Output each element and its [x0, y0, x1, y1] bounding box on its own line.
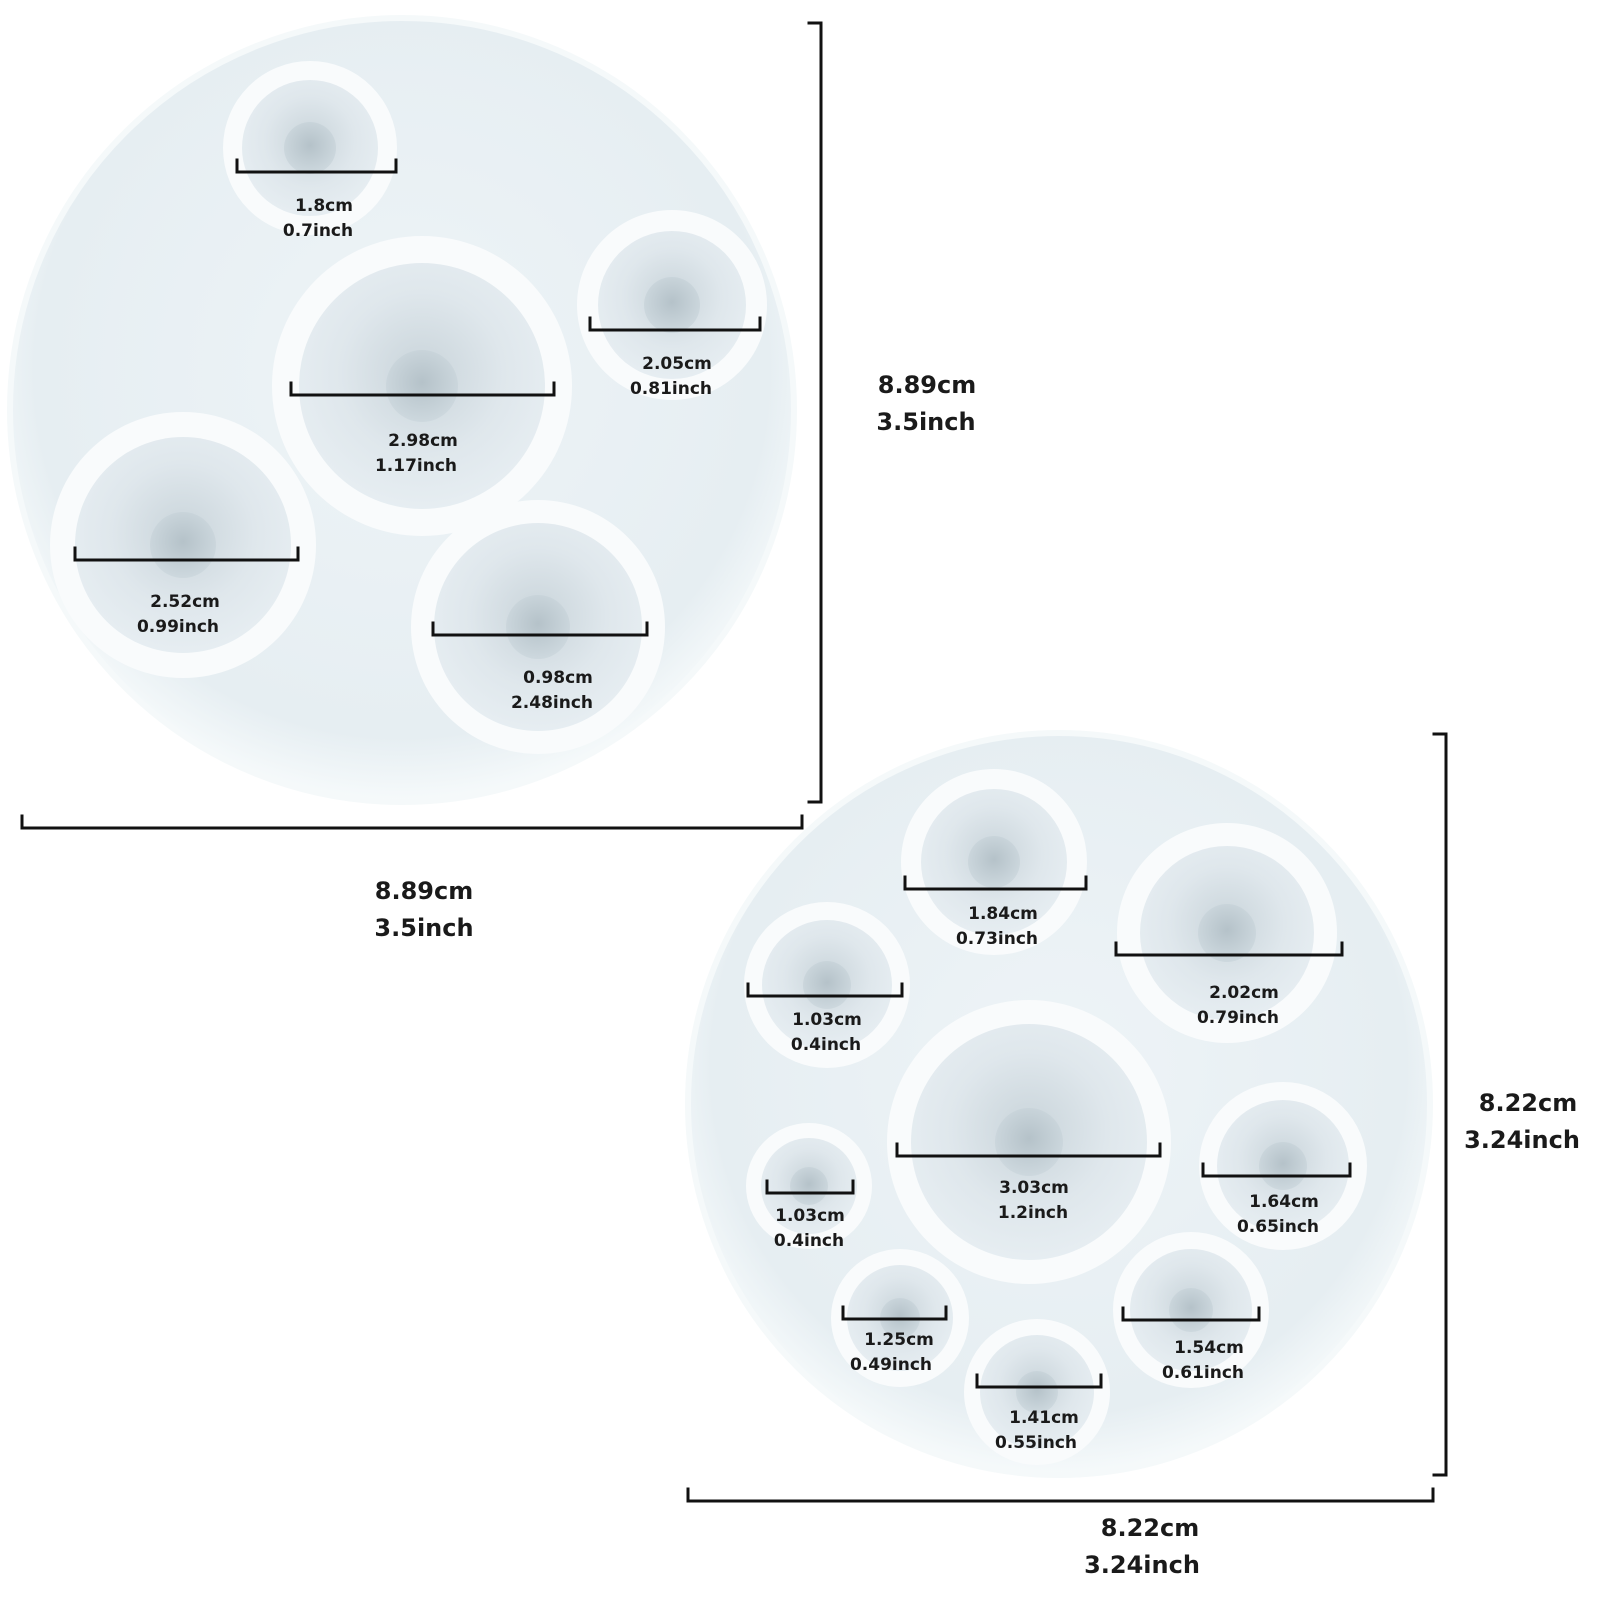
dimension-bracket [1201, 1162, 1352, 1178]
dimension-label: 0.61inch [1162, 1363, 1244, 1383]
dimension-label: 1.41cm [1009, 1408, 1079, 1428]
small-cavity [964, 1319, 1110, 1465]
overall-height-label: 3.5inch [876, 408, 975, 436]
dimension-label: 1.64cm [1249, 1192, 1319, 1212]
overall-height-bracket [1432, 732, 1448, 1477]
dimension-label: 1.84cm [968, 904, 1038, 924]
overall-height-label: 8.22cm [1479, 1089, 1577, 1117]
dimension-bracket [289, 381, 556, 397]
large-cavity [223, 61, 397, 235]
large-mold: 1.8cm 0.7inch 2.05cm 0.81inch 2.98cm 1.1… [7, 15, 976, 942]
dimension-label: 1.03cm [792, 1010, 862, 1030]
dimension-label: 1.54cm [1174, 1338, 1244, 1358]
dimension-label: 2.98cm [388, 431, 458, 451]
dimension-label: 1.03cm [775, 1206, 845, 1226]
dimension-label: 0.7inch [283, 221, 353, 241]
dimension-bracket [588, 316, 762, 332]
dimension-label: 3.03cm [999, 1178, 1069, 1198]
small-mold: 1.84cm 0.73inch 2.02cm 0.79inch 1.03cm 0… [685, 730, 1580, 1579]
small-cavity [1113, 1232, 1269, 1388]
dimension-label: 0.81inch [630, 379, 712, 399]
dimension-bracket [431, 621, 649, 637]
overall-height-label: 8.89cm [878, 371, 976, 399]
dimension-label: 1.17inch [375, 456, 457, 476]
dimension-bracket [1121, 1306, 1261, 1322]
overall-width-bracket [686, 1487, 1435, 1503]
dimension-bracket [746, 982, 904, 998]
large-cavity [272, 236, 572, 536]
dimension-label: 0.98cm [523, 668, 593, 688]
dimension-bracket [73, 546, 300, 562]
dimension-label: 1.8cm [295, 196, 353, 216]
overall-height-bracket [807, 21, 823, 804]
dimension-bracket [895, 1142, 1162, 1158]
small-cavity [746, 1123, 872, 1249]
dimension-bracket [235, 158, 398, 174]
dimension-label: 0.99inch [137, 617, 219, 637]
dimension-label: 2.48inch [511, 693, 593, 713]
large-cavity [577, 210, 767, 400]
large-cavity [411, 500, 665, 754]
small-cavity [1117, 823, 1337, 1043]
dimension-label: 0.49inch [850, 1355, 932, 1375]
small-cavity [887, 1000, 1171, 1284]
dimension-label: 0.55inch [995, 1433, 1077, 1453]
dimension-label: 2.02cm [1209, 983, 1279, 1003]
dimension-label: 0.4inch [791, 1035, 861, 1055]
dimension-bracket [765, 1179, 855, 1195]
dimension-bracket [903, 875, 1088, 891]
dimension-label: 1.25cm [864, 1330, 934, 1350]
dimension-label: 0.79inch [1197, 1008, 1279, 1028]
small-cavity [901, 769, 1087, 955]
dimension-label: 0.4inch [774, 1231, 844, 1251]
overall-height-label: 3.24inch [1464, 1126, 1580, 1154]
dimension-label: 0.65inch [1237, 1217, 1319, 1237]
small-cavity [1199, 1082, 1367, 1250]
overall-width-bracket [20, 814, 804, 830]
dimension-label: 1.2inch [998, 1203, 1068, 1223]
dimension-label: 2.05cm [642, 354, 712, 374]
overall-width-label: 8.89cm [375, 877, 473, 905]
small-cavity [744, 902, 910, 1068]
dimension-bracket [975, 1373, 1103, 1389]
dimension-label: 2.52cm [150, 592, 220, 612]
overall-width-label: 3.24inch [1084, 1551, 1200, 1579]
dimension-bracket [1114, 941, 1344, 957]
overall-width-label: 3.5inch [374, 914, 473, 942]
dimension-bracket [841, 1305, 948, 1321]
large-cavity [50, 412, 316, 678]
overall-width-label: 8.22cm [1101, 1514, 1199, 1542]
dimension-label: 0.73inch [956, 929, 1038, 949]
